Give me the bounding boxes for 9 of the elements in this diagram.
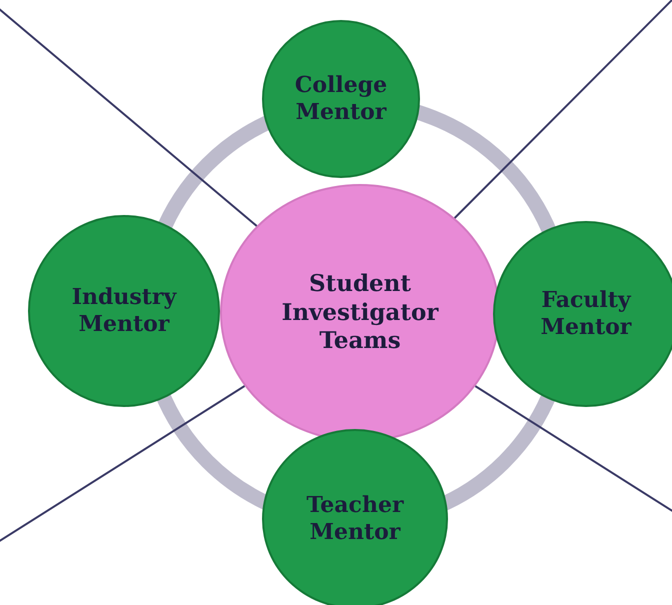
node-label: Student Investigator Teams: [280, 270, 440, 356]
line: [0, 7, 258, 227]
node-label: College Mentor: [294, 72, 388, 126]
line: [454, 0, 672, 219]
line: [0, 385, 246, 543]
node-label: Teacher Mentor: [305, 492, 405, 546]
line: [474, 385, 672, 513]
node-label: Industry Mentor: [70, 284, 178, 338]
node-label: Faculty Mentor: [540, 286, 632, 342]
